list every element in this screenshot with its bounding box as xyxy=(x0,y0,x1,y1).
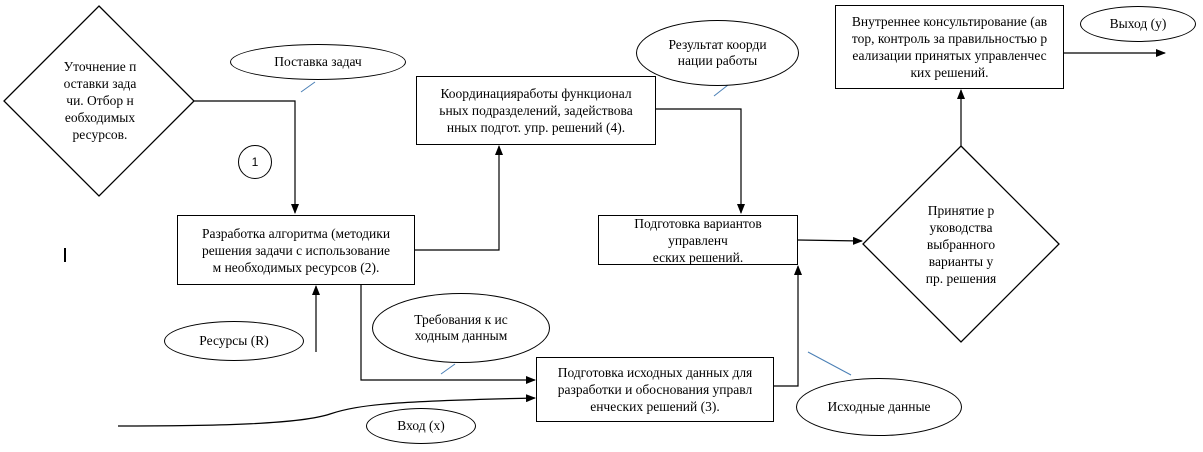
input-data-box: Подготовка исходных данных для разработк… xyxy=(536,357,774,422)
algorithm-box: Разработка алгоритма (методики решения з… xyxy=(177,215,415,285)
arrow-input-data-to-variants xyxy=(773,265,802,387)
resources-ellipse: Ресурсы (R) xyxy=(164,321,304,361)
data-requirements-ellipse: Требования к ис ходным данным xyxy=(372,293,550,363)
variants-box: Подготовка вариантов управленч еских реш… xyxy=(598,215,798,265)
consulting-box: Внутреннее консультирование (ав тор, кон… xyxy=(835,5,1064,89)
text-cursor xyxy=(64,248,66,262)
arrow-left-diamond-to-algorithm xyxy=(194,100,299,214)
source-data-ellipse: Исходные данные xyxy=(796,378,962,436)
decision-right-text: Принятие р уководства выбранного вариант… xyxy=(925,203,997,286)
output-ellipse: Выход (y) xyxy=(1080,6,1196,42)
callout-tick-source-data xyxy=(807,351,852,376)
callout-tick-requirements xyxy=(440,363,456,375)
arrow-algorithm-to-coordination xyxy=(415,145,503,251)
step-marker-1: 1 xyxy=(238,145,272,179)
callout-tick-coordination xyxy=(713,84,729,97)
arrow-algorithm-to-input-data xyxy=(360,285,536,384)
decision-left-diamond xyxy=(3,5,195,197)
input-ellipse: Вход (x) xyxy=(366,408,476,444)
decision-right-diamond xyxy=(862,145,1060,343)
arrow-variants-to-decision xyxy=(797,236,863,245)
coordination-box: Координацияработы функционал ьных подраз… xyxy=(416,76,656,145)
coordination-result-ellipse: Результат коорди нации работы xyxy=(636,20,799,86)
decision-left-text: Уточнение п оставки зада чи. Отбор н eоб… xyxy=(63,59,137,142)
callout-tick-task xyxy=(300,81,316,93)
arrow-input-curve xyxy=(117,394,536,427)
task-statement-ellipse: Поставка задач xyxy=(230,44,406,80)
arrow-coordination-to-variants xyxy=(655,108,745,214)
